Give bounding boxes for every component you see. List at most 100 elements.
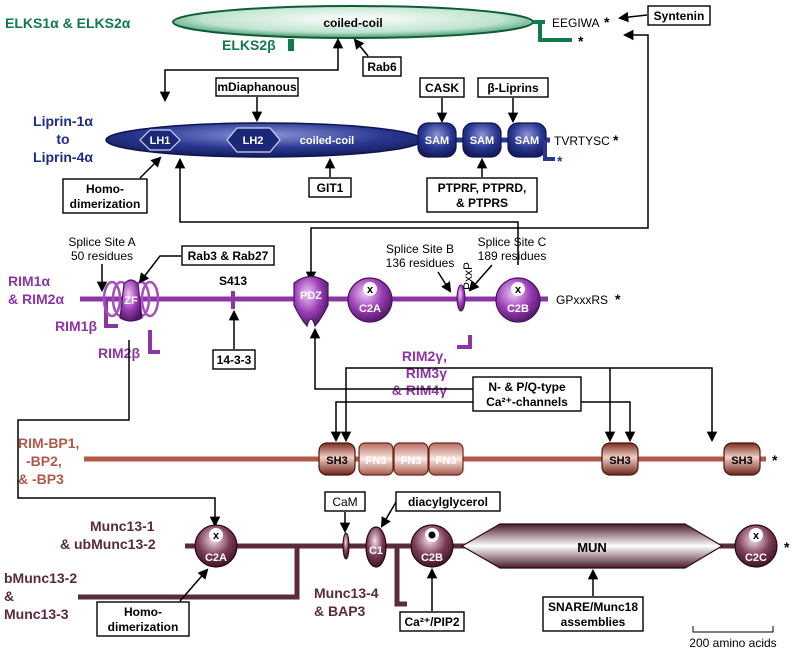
rim-zf-domain bbox=[119, 279, 143, 322]
rim2b-stub bbox=[148, 330, 160, 354]
munc13-row: Munc13-1 & ubMunc13-2 * bMunc13-2 & Munc… bbox=[4, 518, 790, 622]
rim-title-2: & RIM2α bbox=[8, 291, 64, 307]
rim1b-label: RIM1β bbox=[55, 318, 97, 334]
rimbp-fn3-3 bbox=[428, 442, 464, 476]
rim-pxxp-domain bbox=[456, 284, 466, 312]
ca-sh3-1-arrow bbox=[330, 401, 473, 443]
rim-s413-mark bbox=[231, 291, 235, 309]
ca-channels-line2: Ca²⁺-channels bbox=[486, 395, 568, 409]
cam-label: CaM bbox=[332, 495, 357, 509]
rim-pdz-label: PDZ bbox=[300, 290, 322, 302]
rim-gamma-3: & RIM4γ bbox=[392, 382, 447, 398]
munc-title3-1: Munc13-4 bbox=[314, 585, 379, 601]
syntenin-arrow bbox=[617, 11, 648, 23]
liprin-sam-3-label: SAM bbox=[515, 135, 539, 147]
rab6-arrow bbox=[353, 38, 369, 57]
homodim-2-arrow bbox=[179, 568, 209, 602]
mdiaphanous-box bbox=[215, 77, 299, 97]
dag-box bbox=[395, 491, 501, 512]
munc-bmunc-stub bbox=[78, 546, 300, 600]
rimbp-fn3-2 bbox=[393, 442, 429, 476]
liprin-title-2: to bbox=[56, 131, 69, 147]
rim-star: * bbox=[615, 291, 621, 307]
scale-label: 200 amino acids bbox=[689, 636, 776, 650]
splice-c-line1: Splice Site C bbox=[478, 235, 547, 249]
liprin-lh2-domain bbox=[226, 127, 281, 153]
rim-zf-munc-c2a-arrow bbox=[17, 340, 221, 528]
munc-c1-domain bbox=[365, 526, 387, 568]
munc-c2b-label: C2B bbox=[421, 552, 443, 564]
svg-text:x: x bbox=[515, 284, 522, 296]
rim-end-motif: GPxxxRS bbox=[556, 293, 608, 307]
splice-a-line1: Splice Site A bbox=[68, 235, 135, 249]
munc-c2c-domain bbox=[734, 524, 778, 568]
splice-a-line2: 50 residues bbox=[71, 249, 133, 263]
syntenin-rim-pdz-arrow bbox=[305, 29, 649, 283]
munc-mun-domain bbox=[460, 523, 724, 569]
homodimerization-box-1 bbox=[62, 178, 148, 214]
rim-s413-label: S413 bbox=[219, 274, 247, 288]
elks2b-stub bbox=[288, 39, 294, 51]
elks-star: * bbox=[604, 14, 610, 30]
splice-b-line2: 136 residues bbox=[386, 256, 455, 270]
rimbp-fn3-1-label: FN3 bbox=[366, 455, 387, 467]
liprin-end-motif: TVRTYSC bbox=[554, 134, 610, 148]
rimbp-sh3-2 bbox=[601, 442, 639, 476]
rim-c2b-x-mark bbox=[511, 282, 525, 296]
ca-channels-box bbox=[472, 376, 582, 412]
rim-title-1: RIM1α bbox=[8, 273, 50, 289]
rim-gamma-stub bbox=[457, 335, 472, 349]
liprin-coiled-coil-label: coiled-coil bbox=[300, 135, 354, 147]
rimbp-sh3-2-label: SH3 bbox=[609, 455, 630, 467]
rimbp-fn3-2-label: FN3 bbox=[401, 455, 422, 467]
svg-text:x: x bbox=[213, 530, 220, 542]
r1433-box bbox=[212, 349, 256, 370]
rim-zf-label: ZF bbox=[124, 295, 138, 307]
munc-title2-1: bMunc13-2 bbox=[4, 570, 77, 586]
mdiaphanous-label: mDiaphanous bbox=[217, 80, 297, 94]
ptpr-line2: & PTPRS bbox=[456, 196, 508, 210]
ptpr-line1: PTPRF, PTPRD, bbox=[438, 181, 527, 195]
rim-zf-ring-4 bbox=[140, 280, 160, 318]
rab3-rab27-label: Rab3 & Rab27 bbox=[188, 249, 269, 263]
munc-title1-2: & ubMunc13-2 bbox=[60, 536, 156, 552]
svg-text:x: x bbox=[367, 284, 374, 296]
rim-c2b-label: C2B bbox=[507, 303, 529, 315]
ca-channels-line1: N- & P/Q-type bbox=[488, 380, 566, 394]
munc-c2c-label: C2C bbox=[745, 552, 767, 564]
munc-c2a-x-mark bbox=[209, 528, 223, 542]
munc-star: * bbox=[784, 539, 790, 555]
liprin-sam-1-label: SAM bbox=[425, 135, 449, 147]
rimbp-sh3-3 bbox=[723, 442, 761, 476]
rimbp-fn3-3-label: FN3 bbox=[436, 455, 457, 467]
munc-title2-3: Munc13-3 bbox=[4, 606, 69, 622]
rim-c2b-domain bbox=[495, 277, 541, 323]
rim-zf-ring-1 bbox=[102, 280, 122, 318]
homodim-1-line2: dimerization bbox=[70, 197, 141, 211]
rim-gamma-1: RIM2γ, bbox=[402, 348, 447, 364]
splice-b-arrow bbox=[437, 271, 452, 293]
rim-c2a-x-mark bbox=[363, 282, 377, 296]
scale-bar bbox=[692, 626, 774, 633]
snare-line2: assemblies bbox=[561, 615, 626, 629]
bliprins-label: β-Liprins bbox=[487, 81, 539, 95]
homodim-1-line1: Homo- bbox=[86, 182, 124, 196]
splice-b-line1: Splice Site B bbox=[386, 242, 454, 256]
liprin-row: Liprin-1α to Liprin-4α LH1 LH2 coiled-co… bbox=[33, 113, 619, 169]
liprin-title-3: Liprin-4α bbox=[33, 149, 93, 165]
liprin-lh1-label: LH1 bbox=[150, 135, 171, 147]
snare-line1: SNARE/Munc18 bbox=[548, 600, 638, 614]
rimbp-title-1: RIM-BP1, bbox=[18, 435, 79, 451]
elks-end-motif: EEGIWA bbox=[552, 16, 600, 30]
splice-c-line2: 189 residues bbox=[478, 249, 547, 263]
rim-pdz-domain bbox=[293, 275, 329, 328]
liprin-lh2-label: LH2 bbox=[243, 135, 264, 147]
elks-coiled-coil-label: coiled-coil bbox=[323, 16, 382, 30]
munc-c2a-domain bbox=[194, 524, 238, 568]
svg-text:x: x bbox=[753, 530, 760, 542]
elks2b-label: ELKS2β bbox=[222, 37, 276, 53]
liprin-alt-star: * bbox=[557, 153, 563, 169]
munc-title2-2: & bbox=[4, 588, 14, 604]
dag-label: diacylglycerol bbox=[408, 495, 488, 509]
rimbp-sh3-3-label: SH3 bbox=[731, 455, 752, 467]
